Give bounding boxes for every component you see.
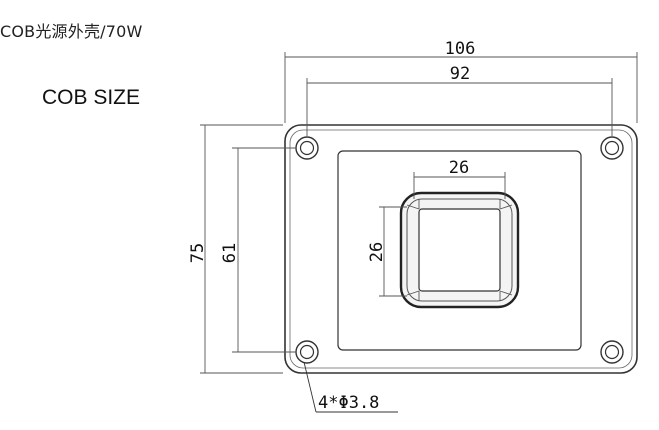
- mounting-hole-top-right: [600, 136, 624, 160]
- dim-cob-height: [379, 206, 407, 297]
- mounting-hole-bottom-left: [295, 340, 319, 364]
- dim-cob-width: [413, 172, 506, 199]
- outer-housing: [284, 124, 638, 374]
- dim-hole-spacing-x: [306, 78, 613, 136]
- dim-overall-height-label: 75: [188, 243, 208, 263]
- dim-overall-width-label: 106: [445, 39, 476, 59]
- hole-callout-leader: [303, 361, 398, 413]
- mounting-hole-bottom-right: [600, 340, 624, 364]
- cob-bevel-tl: [406, 204, 420, 210]
- page-title: COB光源外壳/70W: [0, 22, 143, 41]
- dim-hole-spacing-y: [232, 147, 296, 353]
- dim-overall-height: [200, 124, 283, 374]
- cob-size-label: COB SIZE: [42, 86, 141, 109]
- dim-hole-spacing-y-label: 61: [220, 243, 240, 263]
- cob-bevel-tr: [499, 204, 513, 210]
- cob-bevel-br: [499, 290, 513, 296]
- dim-cob-height-label: 26: [367, 242, 387, 262]
- cob-bevel-bl: [406, 290, 420, 296]
- cob-light-area: [418, 208, 501, 292]
- cob-mid-frame: [406, 198, 513, 302]
- inner-recess: [337, 150, 582, 351]
- hole-callout-label: 4*Φ3.8: [318, 393, 379, 413]
- dim-overall-width: [284, 52, 638, 123]
- outer-housing-inner-edge: [289, 129, 633, 369]
- dim-hole-spacing-x-label: 92: [450, 64, 470, 84]
- mounting-hole-top-left: [295, 136, 319, 160]
- dim-cob-width-label: 26: [449, 158, 469, 178]
